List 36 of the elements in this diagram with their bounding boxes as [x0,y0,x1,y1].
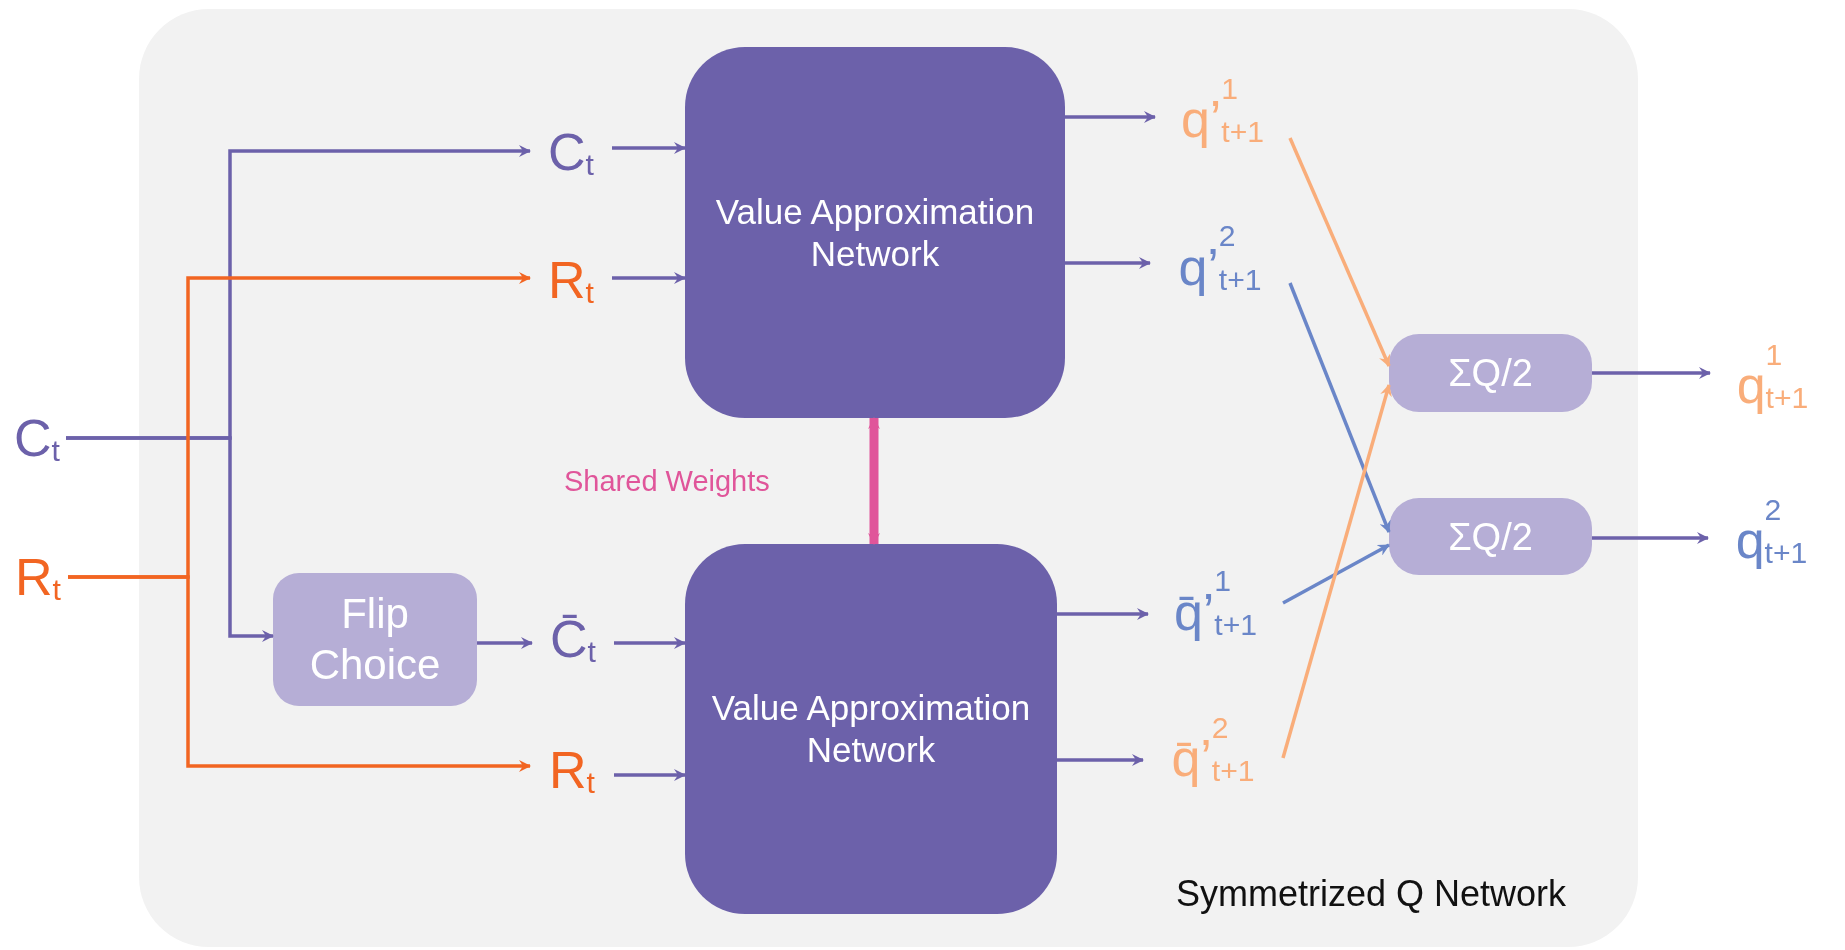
process-box [685,47,1065,418]
panel-background [139,9,1638,947]
variable-label: C̄$_{t}$ [532,598,614,680]
box-label: Value Approximation Network [710,687,1032,771]
arrow [477,637,533,649]
variable-label: R$_{t}$ [530,730,614,810]
sum-box [1389,498,1592,575]
arrow [1592,367,1711,379]
box-label: Flip Choice [308,589,442,690]
box-label: ΣQ/2 [1447,354,1534,392]
variable-label: R$_{t}$ [8,537,68,617]
arrow [1288,282,1391,533]
arrow [612,272,686,284]
arrow [1065,257,1151,269]
variable-label: R$_{t}$ [530,240,612,320]
process-box [685,544,1057,914]
variable-label: C$_{t}$ [8,400,66,475]
arrow [1057,754,1144,766]
arrow [612,142,686,154]
arrow [614,637,686,649]
arrow [66,436,274,642]
arrow [1288,137,1391,367]
arrow [614,769,686,781]
box-label: ΣQ/2 [1447,517,1534,556]
arrow [68,575,531,772]
arrow [1282,543,1390,605]
panel-title: Symmetrized Q Network [1175,873,1566,915]
process-box [273,573,477,706]
arrow [1592,532,1709,544]
arrow [1065,111,1156,123]
double-arrow [868,417,880,545]
variable-label: C$_{t}$ [530,112,612,192]
box-label: Value Approximation Network [714,190,1036,275]
arrow [1057,608,1149,620]
sum-box [1389,334,1592,412]
arrow [1281,384,1392,759]
